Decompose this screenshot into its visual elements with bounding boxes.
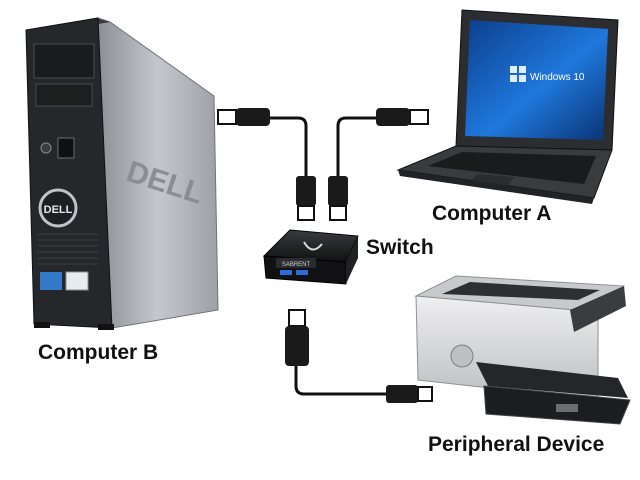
- cable-peripheral: [294, 362, 390, 396]
- switch-usb-port: [296, 270, 308, 275]
- switch-label: Switch: [366, 236, 434, 259]
- computer-b-label: Computer B: [38, 341, 159, 364]
- laptop-front-edge: [398, 170, 594, 204]
- usb-a-plug-icon: [285, 309, 309, 366]
- power-button-icon: [40, 142, 52, 154]
- switch-brand-plate: [276, 258, 316, 268]
- dell-front-badge: [38, 188, 78, 228]
- floppy-drive-bay: [35, 83, 93, 107]
- printer-output-tray: [476, 362, 628, 398]
- switch-brand-text: SABRENT: [282, 262, 311, 268]
- computer-a-label: Computer A: [432, 202, 552, 225]
- windows-logo-icon: [510, 66, 526, 82]
- tower-foot: [98, 324, 114, 330]
- usb-a-plug-icon: [217, 108, 270, 126]
- desktop-tower-icon: DELL DELL: [25, 17, 219, 330]
- intel-sticker: [40, 272, 62, 290]
- printer-tray-handle: [556, 404, 578, 412]
- windows-sticker: [65, 271, 89, 291]
- cable-computer-a: [336, 116, 380, 180]
- cable-computer-b: [266, 116, 308, 180]
- laptop-icon: Windows 10: [396, 9, 619, 204]
- tower-foot: [34, 322, 50, 328]
- laser-printer-icon: [414, 275, 631, 425]
- usb-a-plug-icon: [376, 108, 429, 126]
- os-brand-text: Windows 10: [530, 72, 585, 83]
- printer-badge: [450, 344, 474, 368]
- printer-top-slot: [442, 282, 600, 300]
- peripheral-device-label: Peripheral Device: [428, 433, 605, 456]
- front-vent-grille: [38, 233, 98, 265]
- switch-side: [346, 236, 358, 284]
- front-brand-text: DELL: [44, 204, 73, 216]
- usb-b-plug-icon: [328, 176, 348, 221]
- front-usb-ports: [57, 137, 75, 159]
- usb-switch-icon: SABRENT: [262, 229, 359, 285]
- switch-usb-port: [280, 270, 292, 275]
- laptop-keyboard: [428, 152, 596, 184]
- usb-b-plug-icon: [296, 176, 316, 221]
- optical-drive-bay: [33, 43, 95, 79]
- usb-b-plug-icon: [386, 385, 433, 403]
- usb-cables: [266, 116, 390, 396]
- laptop-screen: [465, 20, 608, 140]
- switch-button-icon: [303, 241, 323, 251]
- printer-control-panel: [570, 286, 626, 332]
